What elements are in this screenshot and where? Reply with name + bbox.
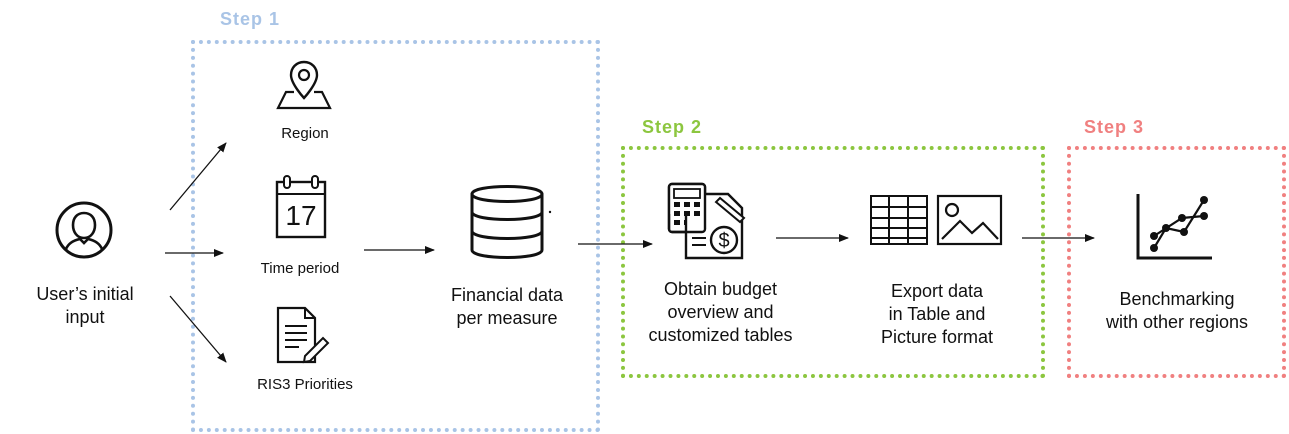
user-label: User’s initial input [36, 284, 134, 327]
step2-label: Step 2 [642, 117, 703, 137]
line-chart-icon [1136, 194, 1212, 260]
table-picture-icon [870, 194, 1003, 246]
calendar-icon [275, 175, 327, 239]
step1-box [191, 40, 600, 432]
arrow-to-ris3 [169, 295, 227, 363]
step1-label: Step 1 [220, 9, 281, 29]
map-pin-icon [276, 60, 332, 110]
budget-label: Obtain budget overview and customized ta… [648, 279, 793, 345]
database-icon [470, 185, 544, 259]
export-label: Export data in Table and Picture format [880, 281, 994, 347]
step3-label: Step 3 [1084, 117, 1145, 137]
svg-text:$: $ [718, 230, 729, 252]
calendar-day: 17 [285, 200, 317, 231]
financial-label: Financial data per measure [450, 285, 564, 328]
ris3-label: RIS3 Priorities [257, 376, 353, 393]
user-icon [55, 201, 113, 259]
step3-box [1067, 146, 1286, 378]
picture-icon [936, 194, 1003, 246]
time-period-label: Time period [260, 260, 340, 277]
calculator-budget-icon: $ [667, 182, 746, 260]
benchmark-label: Benchmarking with other regions [1105, 289, 1249, 332]
step2-box [621, 146, 1045, 378]
region-label: Region [281, 125, 329, 142]
document-edit-icon [276, 306, 330, 364]
table-icon [870, 195, 928, 245]
arrow-to-region [169, 142, 227, 211]
